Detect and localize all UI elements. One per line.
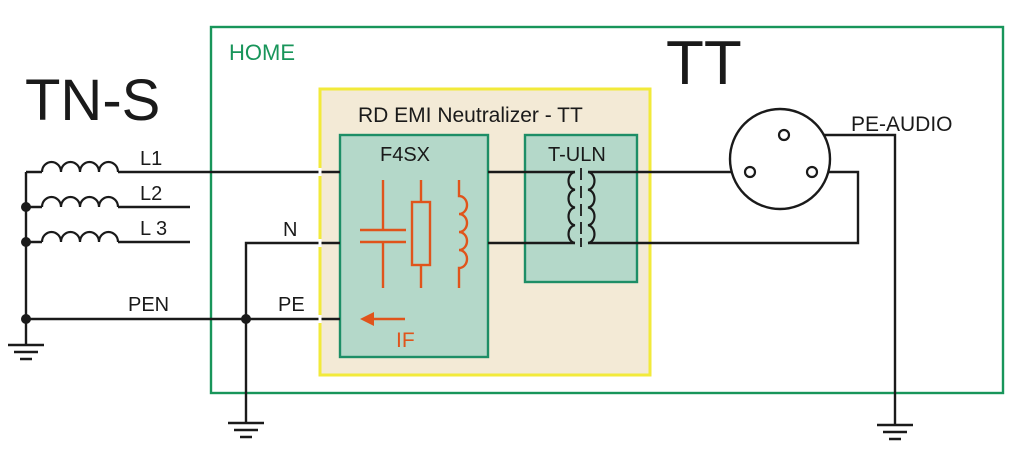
l3-label: L 3	[140, 218, 167, 240]
pe-audio-label: PE-AUDIO	[851, 113, 953, 136]
pen-label: PEN	[128, 294, 169, 316]
n-label: N	[283, 219, 297, 241]
outlet-icon	[728, 107, 832, 211]
resistor-icon	[410, 180, 432, 288]
arrow-icon	[360, 312, 405, 326]
system-right-label: TT	[666, 29, 742, 98]
filter-inductor-icon	[457, 180, 469, 288]
transformer-icon	[567, 168, 596, 247]
transformer-label: T-ULN	[548, 144, 606, 166]
if-label: IF	[396, 329, 415, 352]
filter-label: F4SX	[380, 144, 430, 166]
ground-icon	[8, 343, 913, 441]
system-left-label: TN-S	[25, 68, 160, 133]
home-boundary	[209, 25, 1005, 395]
junction-dots	[21, 202, 251, 324]
pe-label: PE	[278, 294, 305, 316]
capacitor-icon	[360, 180, 406, 288]
neutralizer-title: RD EMI Neutralizer - TT	[358, 104, 583, 127]
l1-label: L1	[140, 148, 162, 170]
l2-label: L2	[140, 183, 162, 205]
home-label: HOME	[229, 40, 295, 65]
inductor-icon	[40, 160, 120, 243]
